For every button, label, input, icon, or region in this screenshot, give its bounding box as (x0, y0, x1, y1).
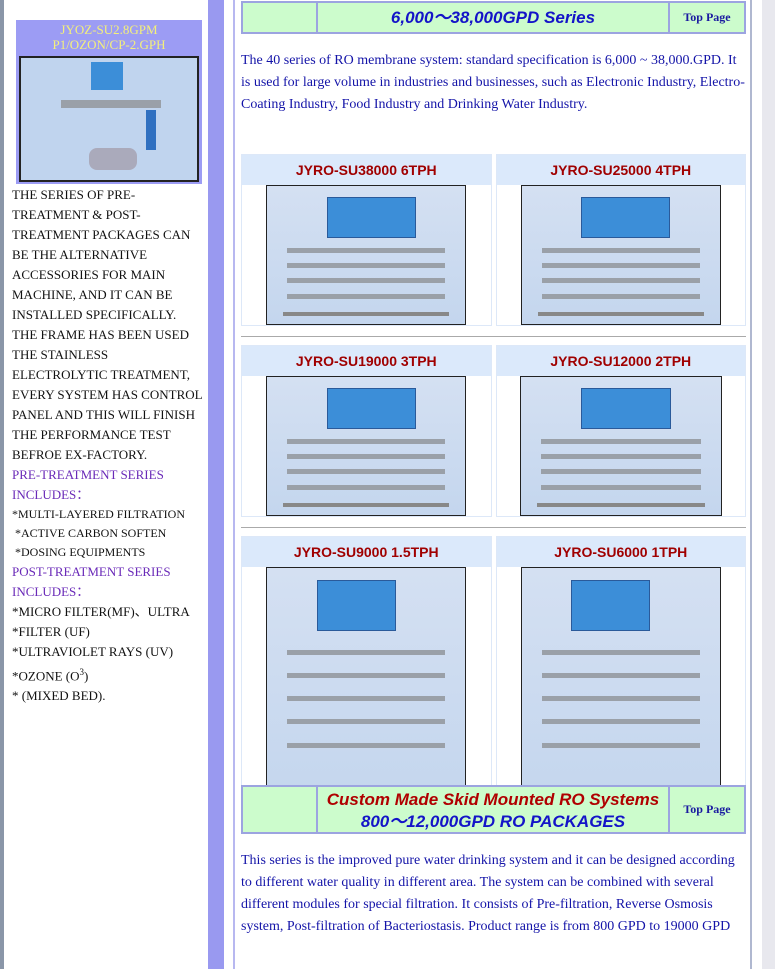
description-line: ACCESSORIES FOR MAIN (12, 267, 166, 282)
description-line: THE FRAME HAS BEEN USED (12, 327, 189, 342)
top-page-link[interactable]: Top Page (683, 10, 731, 24)
description-line: ELECTROLYTIC TREATMENT, (12, 367, 191, 382)
description-line: MACHINE, AND IT CAN BE (12, 287, 173, 302)
product-name[interactable]: JYRO-SU12000 2TPH (496, 346, 745, 376)
sidebar-text: THE SERIES OF PRE- TREATMENT & POST- TREAT… (12, 185, 212, 706)
description-line: INSTALLED SPECIFICALLY. (12, 307, 177, 322)
section-description: The 40 series of RO membrane system: sta… (241, 53, 745, 112)
list-item: *MULTI-LAYERED FILTRATION (12, 507, 186, 521)
description-line: THE PERFORMANCE TEST (12, 427, 171, 442)
description-line: TREATMENT & POST- (12, 207, 141, 222)
product-image[interactable] (266, 567, 467, 802)
page-margin (762, 0, 775, 969)
product-image[interactable] (520, 185, 721, 325)
product-image[interactable] (266, 376, 467, 516)
list-item: * (MIXED BED). (12, 688, 106, 704)
content-border-left (233, 0, 235, 969)
product-name[interactable]: JYRO-SU6000 1TPH (496, 537, 745, 567)
featured-product-image[interactable] (19, 56, 199, 182)
section-subtitle: 800～12,000GPD RO PACKAGES (360, 812, 626, 831)
product-card[interactable]: JYRO-SU12000 2TPH (495, 345, 746, 517)
product-name[interactable]: JYRO-SU25000 4TPH (496, 155, 745, 185)
section-title: 6,000～38,000GPD Series (318, 3, 670, 32)
description-line: BEFROE EX-FACTORY. (12, 447, 148, 462)
section-header-6000-38000: 6,000～38,000GPD Series Top Page (241, 1, 746, 34)
description-line: BE THE ALTERNATIVE (12, 247, 148, 262)
description-line: PANEL AND THIS WILL FINISH (12, 407, 195, 422)
product-card[interactable]: JYRO-SU6000 1TPH (495, 536, 746, 803)
list-item: *MICRO FILTER(MF)、ULTRA (12, 604, 190, 619)
product-name[interactable]: JYRO-SU19000 3TPH (242, 346, 491, 376)
product-image[interactable] (520, 567, 721, 802)
description-line: TREATMENT PACKAGES CAN (12, 227, 191, 242)
product-image[interactable] (519, 376, 722, 516)
list-item: *FILTER (UF) (12, 624, 90, 639)
sidebar-divider (208, 0, 224, 969)
list-item: *OZONE (O3) (12, 667, 89, 684)
list-item: *DOSING EQUIPMENTS (12, 545, 146, 559)
product-card[interactable]: JYRO-SU9000 1.5TPH (241, 536, 492, 803)
top-page-link[interactable]: Top Page (683, 802, 731, 816)
pre-treatment-includes: INCLUDES： (12, 487, 90, 502)
content-border-right (750, 0, 752, 969)
section-description: This series is the improved pure water d… (241, 853, 735, 934)
window-border (0, 0, 4, 969)
product-name[interactable]: JYRO-SU9000 1.5TPH (242, 537, 491, 567)
product-card[interactable]: JYRO-SU38000 6TPH (241, 154, 492, 326)
product-card[interactable]: JYRO-SU25000 4TPH (495, 154, 746, 326)
section-header-custom-ro: Custom Made Skid Mounted RO Systems 800～1… (241, 785, 746, 834)
post-treatment-includes: INCLUDES： (12, 584, 90, 599)
post-treatment-heading: POST-TREATMENT SERIES (12, 564, 171, 579)
product-image[interactable] (266, 185, 467, 325)
row-divider (241, 336, 746, 337)
pre-treatment-heading: PRE-TREATMENT SERIES (12, 467, 164, 482)
list-item: *ULTRAVIOLET RAYS (UV) (12, 644, 174, 659)
description-line: THE SERIES OF PRE- (12, 187, 136, 202)
row-divider (241, 527, 746, 528)
description-line: EVERY SYSTEM HAS CONTROL (12, 387, 203, 402)
description-line: THE STAINLESS (12, 347, 109, 362)
product-card[interactable]: JYRO-SU19000 3TPH (241, 345, 492, 517)
list-item: *ACTIVE CARBON SOFTEN (12, 526, 167, 540)
product-name[interactable]: JYRO-SU38000 6TPH (242, 155, 491, 185)
section-title: Custom Made Skid Mounted RO Systems (326, 790, 660, 809)
